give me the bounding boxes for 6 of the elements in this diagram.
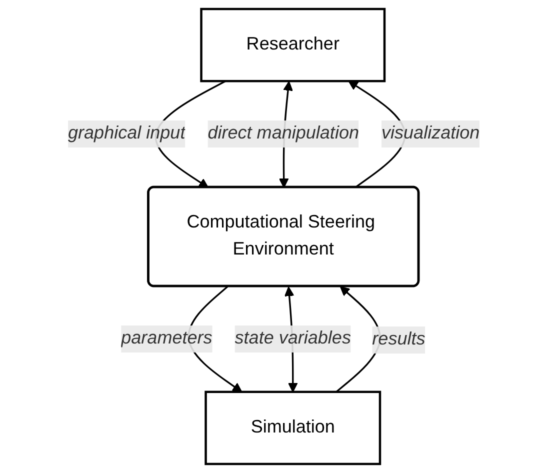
edge-label: direct manipulation	[207, 124, 359, 144]
node-box: Simulation	[204, 390, 381, 466]
node-box: Researcher	[200, 8, 386, 82]
edge-label: results	[372, 330, 425, 350]
edge-label: state variables	[234, 328, 351, 348]
edge-label: visualization	[381, 124, 480, 144]
